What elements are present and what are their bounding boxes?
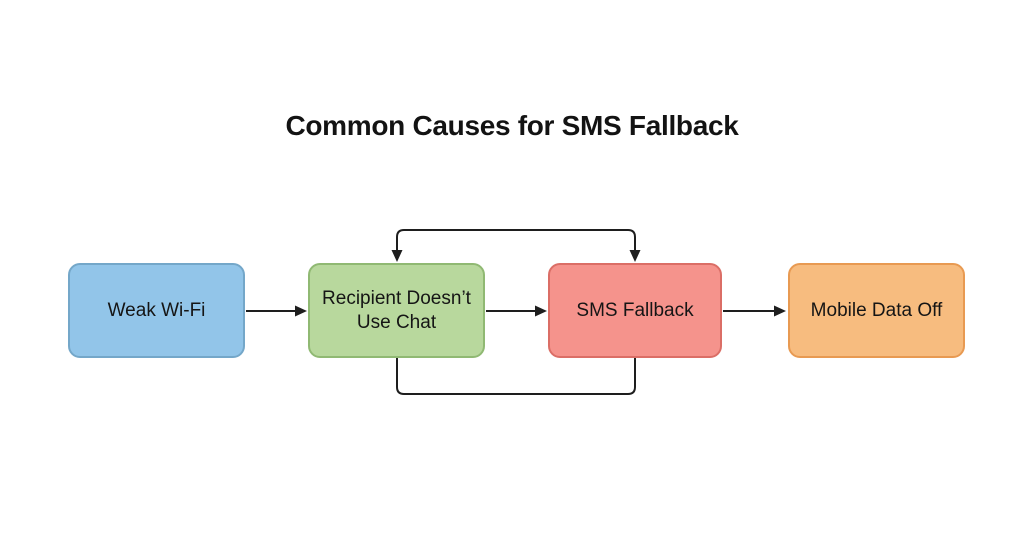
arrowhead-into-recipient (295, 305, 307, 317)
node-mobile-data-off: Mobile Data Off (788, 263, 965, 358)
node-weak-wifi: Weak Wi-Fi (68, 263, 245, 358)
node-recipient-doesnt-use-chat: Recipient Doesn’t Use Chat (308, 263, 485, 358)
arrowhead-into-mobiledata (774, 305, 786, 317)
node-sms-fallback-label: SMS Fallback (576, 299, 694, 321)
node-sms-fallback: SMS Fallback (548, 263, 722, 358)
diagram-title: Common Causes for SMS Fallback (285, 110, 739, 141)
arrowhead-toploop-into-recipient (391, 250, 403, 262)
node-weak-wifi-label: Weak Wi-Fi (107, 299, 206, 321)
edge-top-loop-recipient-smsfallback (396, 229, 636, 251)
node-mobile-data-off-label: Mobile Data Off (810, 299, 943, 321)
arrowhead-into-smsfallback (535, 305, 547, 317)
arrowhead-toploop-into-smsfallback (629, 250, 641, 262)
node-recipient-doesnt-use-chat-label: Recipient Doesn’t Use Chat (322, 287, 471, 333)
edge-bottom-loop-recipient-smsfallback (396, 357, 636, 395)
